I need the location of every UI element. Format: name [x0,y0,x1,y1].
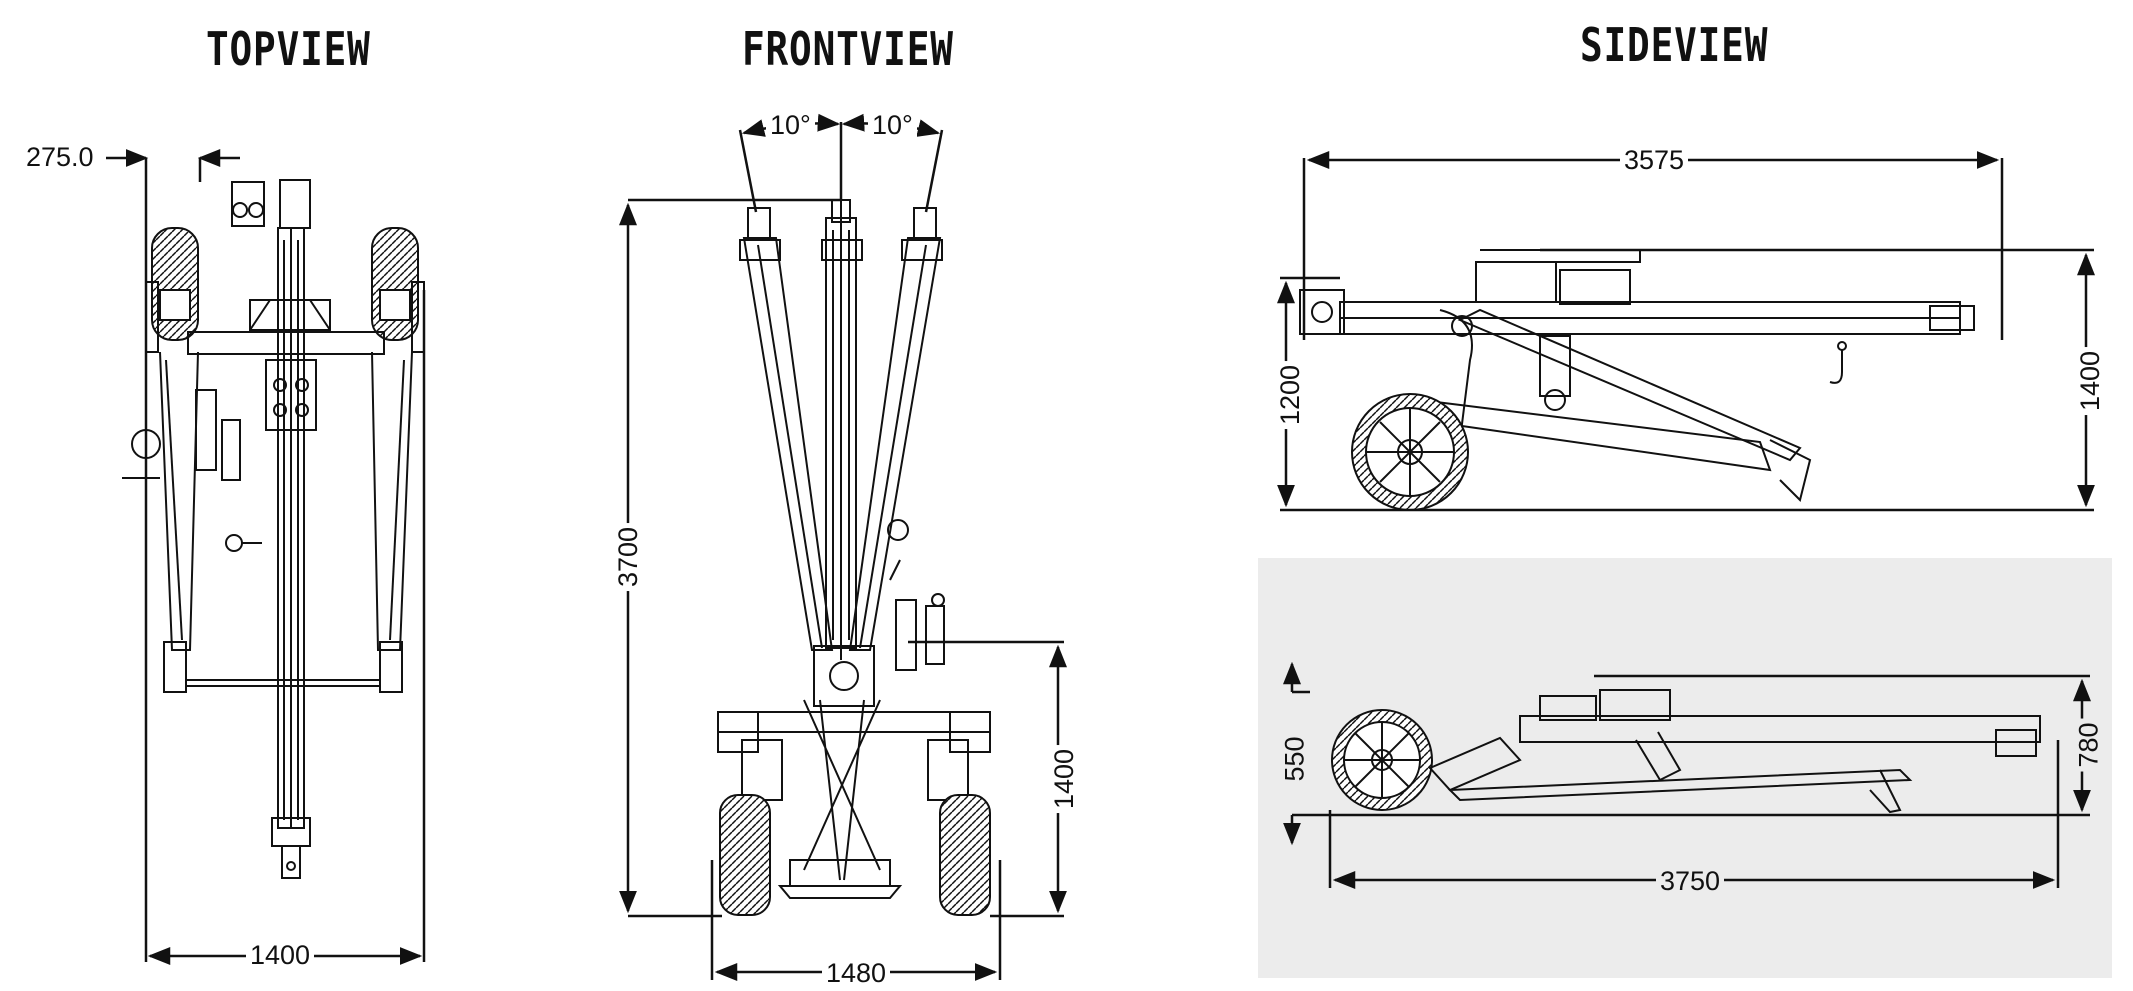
dim-side-length: 3575 [1620,145,1689,175]
topview-drawing [122,179,425,879]
dim-top-offset: 275.0 [22,142,98,172]
dim-front-angle-right: 10° [868,110,917,140]
dim-top-width: 1400 [246,940,315,970]
dim-stowed-length: 3750 [1656,866,1725,896]
frontview-dimensions [619,113,1067,981]
topview-dimensions [106,149,426,965]
frontview-title: FRONTVIEW [742,22,954,76]
dim-side-left-height: 1200 [1275,360,1306,430]
topview-title: TOPVIEW [206,22,371,76]
dim-stowed-right-height: 780 [2073,718,2104,772]
dim-stowed-left-height: 550 [1279,732,1310,786]
frontview-drawing [717,199,991,916]
dim-front-width: 1480 [822,958,891,988]
stowed-dimensions [1283,661,2091,889]
topview-left-wheel [151,227,199,341]
dim-front-height: 3700 [613,522,644,592]
topview-right-wheel [371,227,419,341]
dim-side-right-height: 1400 [2075,346,2106,416]
sideview-drawing [1299,249,1975,511]
dim-front-angle-left: 10° [766,110,815,140]
sideview-title: SIDEVIEW [1580,18,1769,72]
dim-front-side-height: 1400 [1049,744,1080,814]
stowed-drawing [1331,689,2041,814]
